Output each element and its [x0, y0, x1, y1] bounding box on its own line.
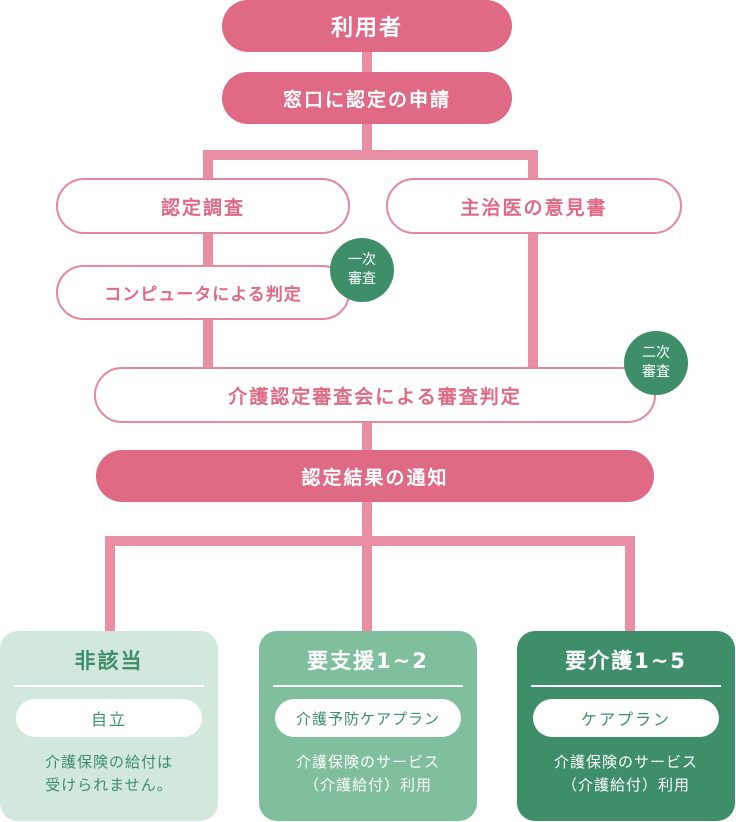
doctor-opinion-node: 主治医の意見書 [386, 178, 682, 234]
result-description-line: 介護保険のサービス [295, 753, 440, 771]
survey-node: 認定調査 [56, 178, 350, 234]
second-review-badge-line2: 審査 [642, 364, 670, 380]
notice-node: 認定結果の通知 [96, 450, 654, 502]
connector-notice-split [362, 500, 372, 544]
user-node: 利用者 [222, 0, 512, 52]
result-title: 非該当 [74, 649, 144, 673]
connector-committee-notice [362, 420, 372, 452]
result-card-support: 要支援1~2 介護予防ケアプラン 介護保険のサービス （介護給付）利用 [259, 631, 477, 821]
connector-computer-committee [203, 318, 213, 370]
connector-to-survey [203, 150, 213, 182]
result-plan-pill: 介護予防ケアプラン [275, 699, 461, 737]
result-card-not-applicable: 非該当 自立 介護保険の給付は 受けられません。 [0, 631, 218, 821]
second-review-badge: 二次 審査 [624, 331, 688, 395]
second-review-badge-line1: 二次 [642, 345, 670, 361]
result-divider [273, 685, 463, 687]
connector-to-doctor [528, 150, 538, 182]
connector-apply-split [362, 122, 372, 158]
result-title: 要介護1~5 [565, 649, 687, 673]
computer-judgment-node: コンピュータによる判定 [56, 265, 350, 320]
result-description-line: 介護保険の給付は [44, 753, 173, 771]
connector-doctor-committee [528, 232, 538, 370]
connector-to-result-1 [105, 536, 115, 634]
result-plan-pill: ケアプラン [533, 699, 719, 737]
connector-split-bar [203, 150, 538, 160]
connector-user-apply [362, 50, 372, 74]
result-description-line: （介護給付）利用 [303, 776, 432, 794]
result-title: 要支援1~2 [307, 649, 429, 673]
result-description-line: （介護給付）利用 [561, 776, 690, 794]
first-review-badge: 一次 審査 [330, 238, 394, 302]
result-card-care: 要介護1~5 ケアプラン 介護保険のサービス （介護給付）利用 [517, 631, 735, 821]
result-plan-pill: 自立 [16, 699, 202, 737]
first-review-badge-line1: 一次 [348, 252, 376, 268]
result-description-line: 受けられません。 [45, 776, 173, 794]
result-description: 介護保険のサービス （介護給付）利用 [517, 751, 735, 797]
result-description: 介護保険のサービス （介護給付）利用 [259, 751, 477, 797]
result-description-line: 介護保険のサービス [553, 753, 698, 771]
connector-to-result-2 [362, 536, 372, 634]
apply-node: 窓口に認定の申請 [222, 72, 512, 124]
result-description: 介護保険の給付は 受けられません。 [0, 751, 218, 797]
connector-survey-computer [203, 232, 213, 268]
connector-to-result-3 [625, 536, 635, 634]
first-review-badge-line2: 審査 [348, 271, 376, 287]
result-divider [14, 685, 204, 687]
committee-node: 介護認定審査会による審査判定 [94, 367, 656, 423]
result-divider [531, 685, 721, 687]
